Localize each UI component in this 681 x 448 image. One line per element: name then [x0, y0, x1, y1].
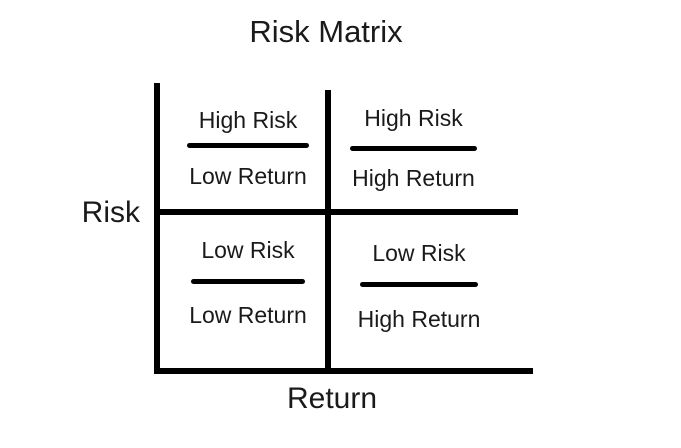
quadrant-risk-label: High Risk: [364, 105, 463, 131]
quadrant-bottom-left: Low Risk Low Return: [189, 236, 307, 329]
quadrant-separator-line: [350, 146, 477, 151]
quadrant-separator-line: [360, 282, 478, 287]
quadrant-risk-label: High Risk: [198, 107, 298, 133]
vertical-quadrant-divider-line: [325, 90, 331, 374]
quadrant-separator-line: [191, 279, 305, 284]
quadrant-return-label: High Return: [357, 306, 481, 332]
quadrant-separator-line: [187, 143, 309, 148]
diagram-title: Risk Matrix: [249, 14, 403, 49]
y-axis-line: [154, 83, 160, 374]
quadrant-risk-label: Low Risk: [201, 237, 295, 263]
horizontal-quadrant-divider-line: [154, 209, 518, 215]
quadrant-top-right: High Risk High Return: [350, 104, 477, 192]
quadrant-bottom-right: Low Risk High Return: [357, 239, 481, 333]
x-axis-label: Return: [286, 382, 378, 415]
quadrant-return-label: Low Return: [189, 163, 307, 189]
quadrant-return-label: High Return: [352, 165, 475, 191]
x-axis-line: [154, 368, 533, 374]
quadrant-risk-label: Low Risk: [372, 240, 466, 266]
quadrant-return-label: Low Return: [189, 302, 307, 328]
y-axis-label: Risk: [81, 196, 140, 229]
quadrant-top-left: High Risk Low Return: [187, 106, 309, 190]
